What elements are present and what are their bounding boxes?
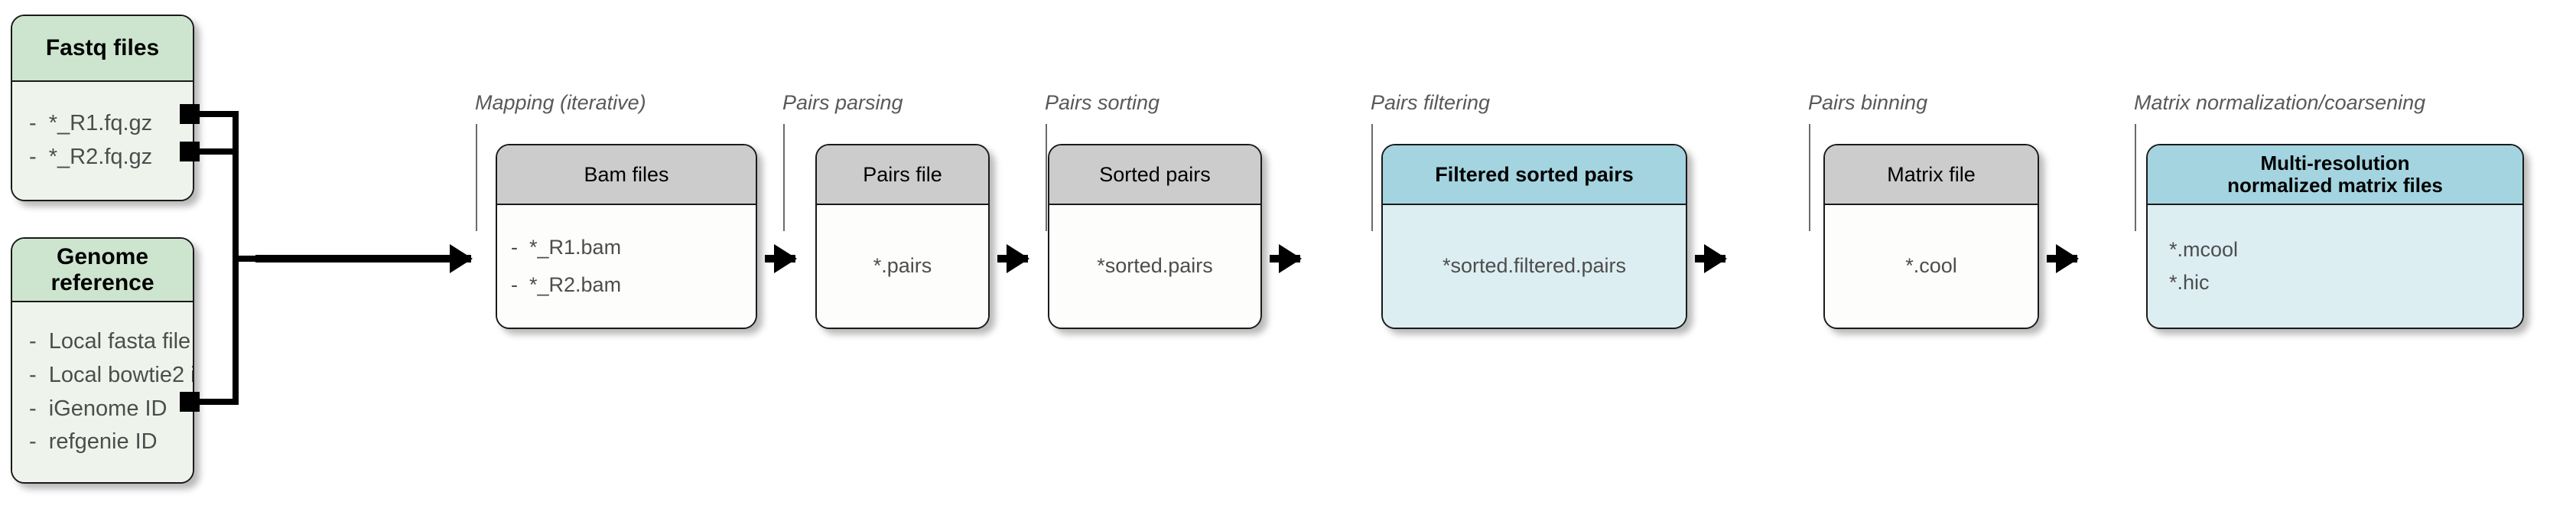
connector-bus-to-mapping (233, 256, 259, 262)
connector-terminal-genome (180, 392, 200, 412)
list-item: - *_R1.fq.gz (29, 111, 153, 136)
list-item: - iGenome ID (29, 396, 168, 421)
node-fastq-files-body: - *_R1.fq.gz - *_R2.fq.gz (12, 82, 193, 200)
list-item: - Local bowtie2 idx (29, 362, 193, 387)
stage-leader-pairs-binning (1809, 124, 1810, 231)
node-matrix-file[interactable]: Matrix file *.cool (1823, 144, 2039, 329)
stage-leader-mapping (476, 124, 477, 231)
connector-stub-genome (197, 399, 239, 405)
list-item: *sorted.pairs (1097, 254, 1213, 278)
node-genome-reference-title: Genome reference (12, 239, 193, 302)
node-matrix-file-body: *.cool (1825, 205, 2038, 328)
list-item: - *_R2.fq.gz (29, 145, 153, 169)
connector-terminal-fastq-r1 (180, 104, 200, 124)
connector-stub-fastq-r1 (197, 111, 239, 117)
node-bam-files-body: - *_R1.bam - *_R2.bam (497, 205, 756, 328)
node-multires-matrix-files-body: *.mcool *.hic (2148, 205, 2522, 328)
node-pairs-file[interactable]: Pairs file *.pairs (815, 144, 990, 329)
stage-label-mapping: Mapping (iterative) (475, 91, 646, 114)
list-item: - Local fasta file (29, 329, 191, 354)
node-pairs-file-title: Pairs file (817, 145, 988, 205)
node-bam-files[interactable]: Bam files - *_R1.bam - *_R2.bam (496, 144, 757, 329)
stage-leader-pairs-sorting (1046, 124, 1047, 231)
node-filtered-sorted-pairs[interactable]: Filtered sorted pairs *sorted.filtered.p… (1381, 144, 1687, 329)
connector-terminal-fastq-r2 (180, 142, 200, 161)
list-item: - refgenie ID (29, 429, 158, 455)
arrow-to-pairs-file (765, 255, 795, 262)
arrow-to-filtered-sorted-pairs (1270, 255, 1300, 262)
node-filtered-sorted-pairs-title: Filtered sorted pairs (1383, 145, 1686, 205)
node-pairs-file-body: *.pairs (817, 205, 988, 328)
node-sorted-pairs-title: Sorted pairs (1049, 145, 1260, 205)
list-item: *.pairs (873, 254, 932, 278)
node-genome-reference[interactable]: Genome reference - Local fasta file - Lo… (11, 237, 194, 484)
node-fastq-files-title: Fastq files (12, 16, 193, 82)
node-sorted-pairs-body: *sorted.pairs (1049, 205, 1260, 328)
node-genome-reference-body: - Local fasta file - Local bowtie2 idx -… (12, 302, 193, 482)
stage-label-pairs-filtering: Pairs filtering (1371, 91, 1491, 114)
node-bam-files-title: Bam files (497, 145, 756, 205)
list-item: *sorted.filtered.pairs (1442, 254, 1627, 278)
stage-leader-matrix-normalization (2135, 124, 2136, 231)
stage-label-pairs-parsing: Pairs parsing (782, 91, 903, 114)
node-fastq-files[interactable]: Fastq files - *_R1.fq.gz - *_R2.fq.gz (11, 15, 194, 201)
stage-leader-pairs-filtering (1371, 124, 1373, 231)
list-item: *.mcool (2169, 237, 2239, 261)
stage-leader-pairs-parsing (783, 124, 785, 231)
node-filtered-sorted-pairs-body: *sorted.filtered.pairs (1383, 205, 1686, 328)
stage-label-pairs-sorting: Pairs sorting (1045, 91, 1160, 114)
node-sorted-pairs[interactable]: Sorted pairs *sorted.pairs (1048, 144, 1262, 329)
stage-label-pairs-binning: Pairs binning (1808, 91, 1928, 114)
arrow-to-sorted-pairs (997, 255, 1028, 262)
list-item: *.cool (1905, 254, 1957, 278)
arrow-to-matrix-file (1695, 255, 1725, 262)
node-matrix-file-title: Matrix file (1825, 145, 2038, 205)
arrow-to-multires-matrix-files (2047, 255, 2077, 262)
list-item: - *_R1.bam (511, 235, 622, 259)
list-item: - *_R2.bam (511, 273, 622, 296)
stage-label-matrix-normalization: Matrix normalization/coarsening (2134, 91, 2426, 114)
node-multires-matrix-files-title: Multi-resolution normalized matrix files (2148, 145, 2522, 205)
node-multires-matrix-files[interactable]: Multi-resolution normalized matrix files… (2146, 144, 2524, 329)
connector-stub-fastq-r2 (197, 148, 239, 155)
arrow-to-bam-files (255, 255, 471, 262)
list-item: *.hic (2169, 271, 2210, 294)
